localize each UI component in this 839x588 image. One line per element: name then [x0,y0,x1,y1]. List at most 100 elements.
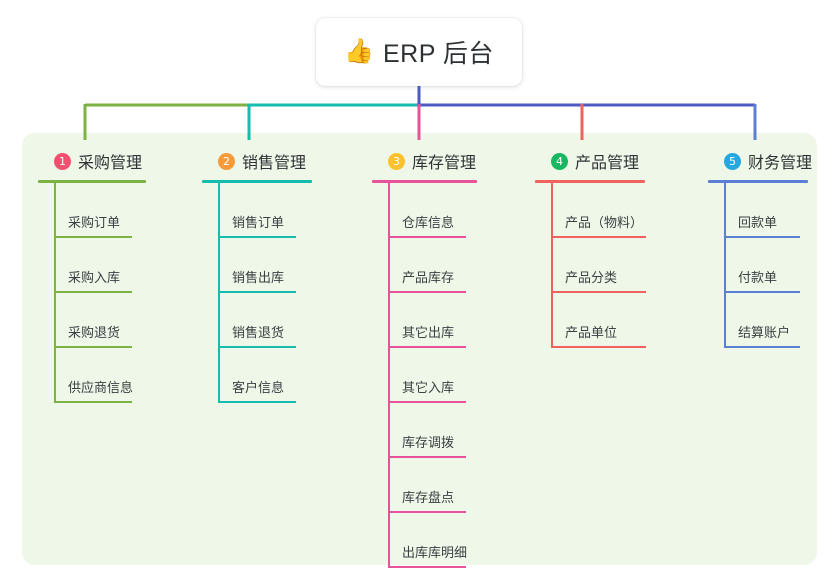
leaf-underline [54,346,132,348]
leaf-item[interactable]: 产品分类 [535,238,695,293]
leaf-connector [54,348,56,403]
leaf-underline [218,291,296,293]
leaf-label: 产品分类 [565,270,618,285]
branch-underline-1 [38,180,146,183]
leaf-underline [388,566,466,568]
branch-title-3: 库存管理 [412,155,477,172]
thumbs-up-icon: 👍 [344,38,374,65]
leaf-label: 其它入库 [402,380,455,395]
leaf-label: 客户信息 [232,380,285,395]
leaf-item[interactable]: 供应商信息 [38,348,188,403]
leaf-item[interactable]: 销售订单 [202,183,352,238]
leaf-list-2: 销售订单销售出库销售退货客户信息 [202,183,352,403]
branch-index-badge-5: 5 [724,152,741,170]
leaf-item[interactable]: 付款单 [708,238,839,293]
leaf-underline [724,346,800,348]
leaf-connector [388,238,390,293]
leaf-underline [724,291,800,293]
leaf-item[interactable]: 其它出库 [372,293,522,348]
leaf-item[interactable]: 产品库存 [372,238,522,293]
leaf-item[interactable]: 采购入库 [38,238,188,293]
leaf-underline [724,236,800,238]
leaf-underline [388,456,466,458]
leaf-connector [724,183,726,238]
branch-title-2: 销售管理 [242,155,307,172]
leaf-underline [388,511,466,513]
leaf-item[interactable]: 采购退货 [38,293,188,348]
leaf-list-5: 回款单付款单结算账户 [708,183,839,348]
leaf-label: 库存调拨 [402,435,455,450]
leaf-connector [218,348,220,403]
leaf-connector [724,293,726,348]
leaf-item[interactable]: 客户信息 [202,348,352,403]
leaf-label: 供应商信息 [68,380,134,395]
leaf-underline [388,401,466,403]
leaf-item[interactable]: 库存盘点 [372,458,522,513]
leaf-connector [388,513,390,568]
leaf-item[interactable]: 销售退货 [202,293,352,348]
root-node-erp-backend[interactable]: 👍 ERP 后台 [316,18,522,86]
leaf-connector [551,238,553,293]
leaf-item[interactable]: 产品单位 [535,293,695,348]
branch-index-badge-3: 3 [388,152,405,170]
leaf-item[interactable]: 仓库信息 [372,183,522,238]
leaf-list-3: 仓库信息产品库存其它出库其它入库库存调拨库存盘点出库库明细 [372,183,522,568]
leaf-list-4: 产品（物料） 产品分类产品单位 [535,183,695,348]
branch-index-badge-1: 1 [54,152,71,170]
branch-column-2: 2 销售管理 销售订单销售出库销售退货客户信息 [202,148,352,403]
leaf-underline [218,401,296,403]
leaf-connector [54,238,56,293]
leaf-label: 采购退货 [68,325,121,340]
diagram-panel [22,133,817,565]
leaf-connector [388,348,390,403]
branch-title-5: 财务管理 [748,155,813,172]
leaf-label: 产品（物料） [565,215,644,230]
branch-column-1: 1 采购管理 采购订单采购入库采购退货供应商信息 [38,148,188,403]
leaf-item[interactable]: 库存调拨 [372,403,522,458]
leaf-label: 回款单 [738,215,778,230]
branch-index-badge-4: 4 [551,152,568,170]
leaf-underline [388,236,466,238]
branch-column-4: 4 产品管理 产品（物料） 产品分类产品单位 [535,148,695,348]
leaf-item[interactable]: 销售出库 [202,238,352,293]
branch-column-3: 3 库存管理 仓库信息产品库存其它出库其它入库库存调拨库存盘点出库库明细 [372,148,522,568]
leaf-connector [54,183,56,238]
leaf-underline [551,236,646,238]
branch-underline-5 [708,180,808,183]
leaf-item[interactable]: 产品（物料） [535,183,695,238]
leaf-label: 采购入库 [68,270,121,285]
leaf-item[interactable]: 采购订单 [38,183,188,238]
leaf-connector [54,293,56,348]
branch-title-4: 产品管理 [575,155,640,172]
branch-header-1[interactable]: 1 采购管理 [38,148,188,174]
leaf-connector [388,458,390,513]
leaf-label: 销售出库 [232,270,285,285]
leaf-label: 仓库信息 [402,215,455,230]
leaf-connector [388,183,390,238]
leaf-item[interactable]: 结算账户 [708,293,839,348]
branch-header-3[interactable]: 3 库存管理 [372,148,522,174]
leaf-underline [54,401,132,403]
branch-underline-2 [202,180,312,183]
root-node-label: ERP 后台 [382,40,494,68]
leaf-item[interactable]: 出库库明细 [372,513,522,568]
leaf-connector [218,238,220,293]
leaf-item[interactable]: 其它入库 [372,348,522,403]
leaf-connector [551,293,553,348]
branch-underline-3 [372,180,477,183]
leaf-connector [551,183,553,238]
branch-header-2[interactable]: 2 销售管理 [202,148,352,174]
leaf-underline [54,291,132,293]
leaf-underline [551,291,646,293]
leaf-label: 付款单 [738,270,778,285]
leaf-connector [388,293,390,348]
branch-index-badge-2: 2 [218,152,235,170]
branch-header-5[interactable]: 5 财务管理 [708,148,839,174]
leaf-connector [218,183,220,238]
leaf-underline [218,346,296,348]
leaf-item[interactable]: 回款单 [708,183,839,238]
leaf-label: 采购订单 [68,215,121,230]
branch-header-4[interactable]: 4 产品管理 [535,148,695,174]
leaf-label: 出库库明细 [402,545,468,560]
